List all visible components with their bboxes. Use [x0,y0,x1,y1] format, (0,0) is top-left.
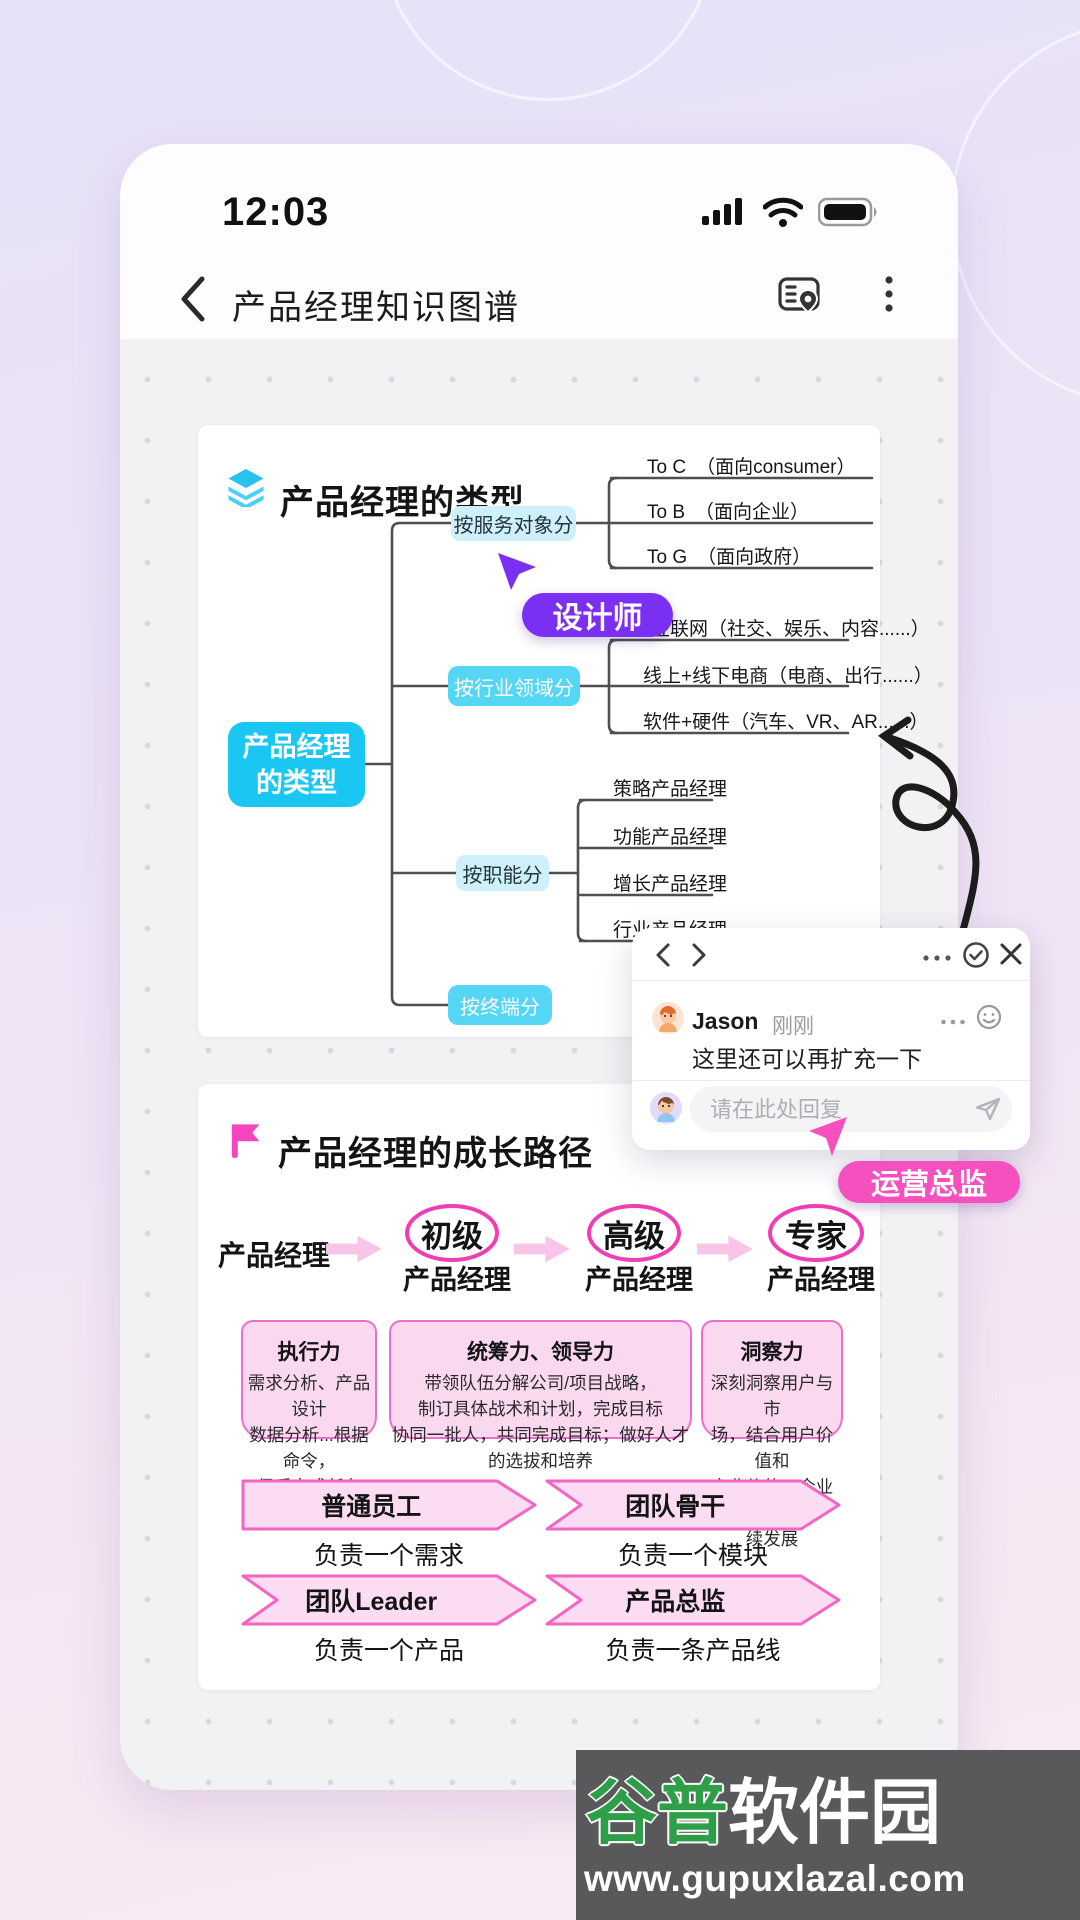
growth-arrow-icon [326,1235,382,1263]
stage-circle-expert[interactable]: 专家 [768,1204,864,1262]
child-node-tog[interactable]: To G（面向政府） [647,547,812,568]
flag-icon [231,1124,260,1158]
child-node-hardware[interactable]: 软件+硬件（汽车、VR、AR......） [643,712,929,733]
branch-node-industry[interactable]: 按行业领域分 [448,666,580,706]
branch-node-function[interactable]: 按职能分 [456,855,549,891]
comment-author: Jason [692,1008,759,1034]
cellular-signal-icon [702,198,742,225]
status-time: 12:03 [222,190,330,234]
wifi-icon [763,197,803,227]
kebab-menu-icon[interactable] [884,274,894,314]
watermark-url: www.gupuxlazal.com [584,1858,966,1899]
stage-label-junior: 产品经理 [403,1265,511,1295]
ability-card-execution[interactable]: 执行力 需求分析、产品设计 数据分析...根据命令， 保质完成任务 [241,1320,377,1497]
child-node-ecommerce[interactable]: 线上+线下电商（电商、出行......） [643,666,933,687]
level-desc-backbone: 负责一个模块 [617,1542,768,1570]
child-node-internet[interactable]: 互联网（社交、娱乐、内容......） [651,619,930,640]
growth-arrow-icon [697,1235,753,1263]
ability-card-leadership[interactable]: 统筹力、领导力 带领队伍分解公司/项目战略， 制订具体战术和计划，完成目标 协同… [389,1320,692,1471]
close-button[interactable] [998,941,1024,970]
status-bar: 12:03 [120,190,958,240]
next-comment-button[interactable] [688,942,710,971]
level-banner-employee[interactable]: 普通员工 [241,1479,537,1531]
reply-user-avatar [650,1092,682,1124]
child-node-toc[interactable]: To C（面向consumer） [647,457,856,478]
emoji-reaction-button[interactable] [976,1004,1002,1033]
reply-input-container [690,1086,1012,1132]
level-desc-director: 负责一条产品线 [605,1637,781,1665]
nav-bar: 产品经理知识图谱 [120,264,958,339]
battery-icon [818,197,877,227]
level-desc-employee: 负责一个需求 [313,1542,464,1570]
designer-cursor-icon [498,553,536,590]
branch-node-terminal[interactable]: 按终端分 [448,985,552,1025]
child-node-feature-pm[interactable]: 功能产品经理 [613,827,728,848]
collaborator-operations-label: 运营总监 [838,1161,1020,1203]
stage-label-senior: 产品经理 [585,1265,693,1295]
comment-text: 这里还可以再扩充一下 [692,1046,922,1072]
mindmap-connectors [363,476,874,1007]
watermark-logo: 谷普软件园 [585,1773,942,1855]
level-banner-leader[interactable]: 团队Leader [241,1574,537,1626]
growth-section-card: 产品经理的成长路径 产品经理 初级 产品经理 高级 产品经理 专家 产品经理 执… [198,1084,880,1690]
growth-arrow-icon [514,1235,570,1263]
bg-circle-right [950,20,1080,406]
resolve-check-button[interactable] [962,941,990,972]
curly-arrow-annotation [877,716,980,954]
popup-more-button[interactable] [922,950,952,965]
growth-start-label[interactable]: 产品经理 [218,1240,331,1271]
prev-comment-button[interactable] [652,942,674,971]
stage-circle-senior[interactable]: 高级 [587,1204,681,1262]
bg-circle-top [380,0,716,101]
layers-icon [228,469,264,507]
growth-section-title: 产品经理的成长路径 [278,1135,593,1173]
stage-circle-junior[interactable]: 初级 [405,1204,499,1262]
comment-popup: Jason 刚刚 这里还可以再扩充一下 [632,928,1030,1150]
child-node-tob[interactable]: To B（面向企业） [647,502,810,523]
comment-author-avatar [652,1002,684,1034]
child-node-growth-pm[interactable]: 增长产品经理 [613,874,728,895]
level-desc-leader: 负责一个产品 [313,1637,464,1665]
back-button[interactable] [178,276,208,322]
comment-time: 刚刚 [772,1015,814,1038]
watermark: 谷普软件园 www.gupuxlazal.com [576,1750,1080,1920]
mindmap-root-node[interactable]: 产品经理 的类型 [228,722,365,807]
branch-node-service-target[interactable]: 按服务对象分 [451,506,576,541]
stage-label-expert: 产品经理 [767,1265,875,1295]
page-title: 产品经理知识图谱 [232,289,520,327]
card-location-icon[interactable] [778,275,822,313]
child-node-strategy-pm[interactable]: 策略产品经理 [613,779,728,800]
send-reply-button[interactable] [974,1096,1002,1125]
operations-cursor-icon [809,1117,847,1156]
level-banner-backbone[interactable]: 团队骨干 [545,1479,841,1531]
level-banner-director[interactable]: 产品总监 [545,1574,841,1626]
ability-card-insight[interactable]: 洞察力 深刻洞察用户与市 场，结合用户价值和 商业价值，企业可持 续发展 [701,1320,843,1549]
comment-more-button[interactable] [940,1014,966,1029]
collaborator-designer-label: 设计师 [522,593,673,637]
